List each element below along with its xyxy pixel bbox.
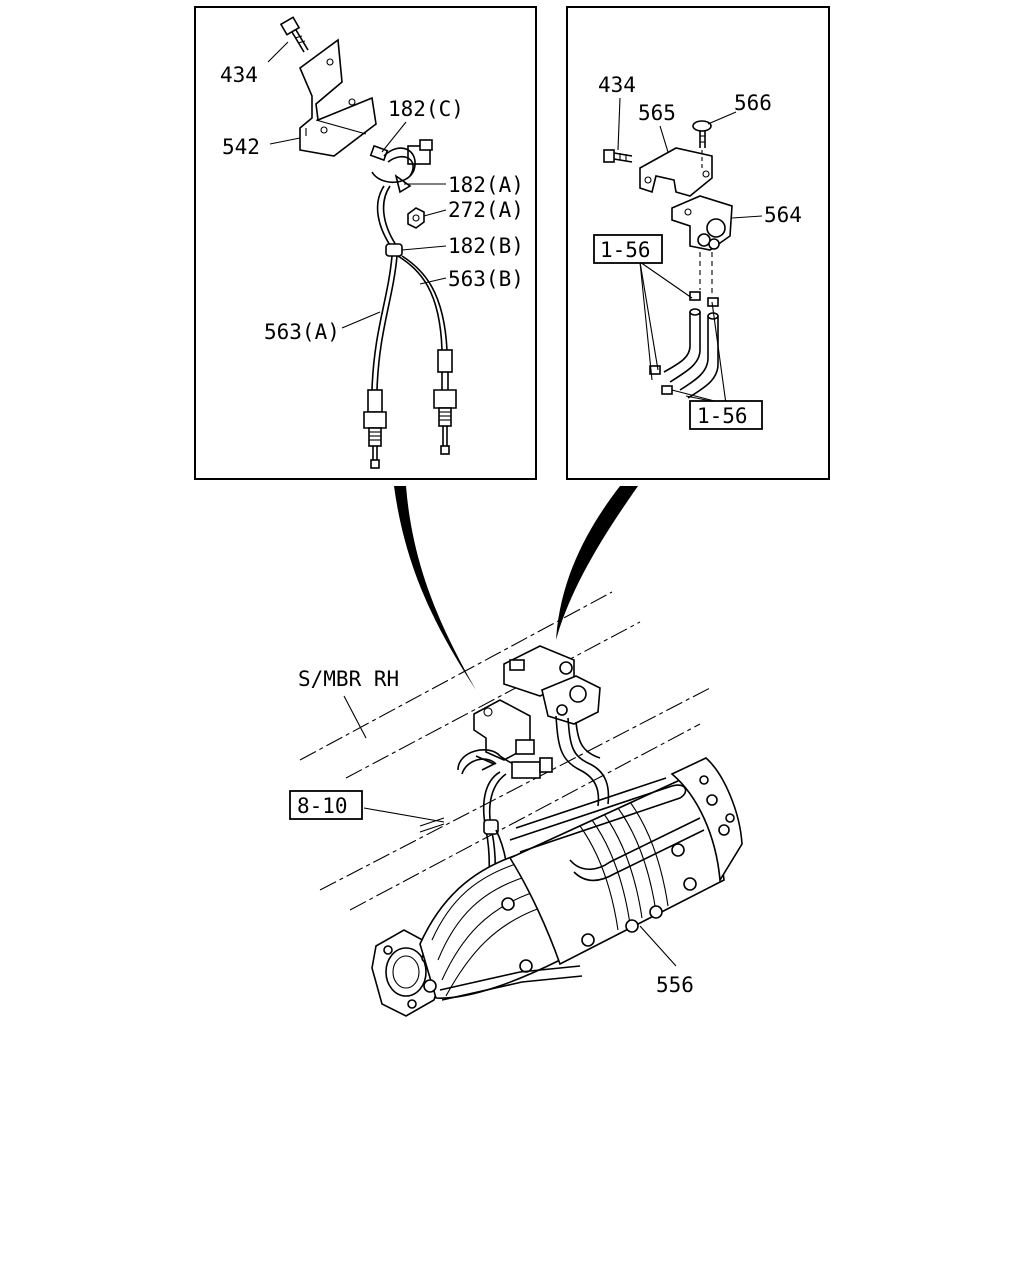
main-assembly-view: S/MBR RH 8-10 556	[289, 591, 743, 1017]
callout-182b: 182(B)	[448, 234, 524, 258]
callout-182c: 182(C)	[388, 97, 464, 121]
right-detail-panel: 434 565 566 564 1-56 1-56	[566, 6, 830, 480]
callout-434-left: 434	[220, 63, 258, 87]
main-hoses	[555, 715, 610, 807]
nut-272a-part	[407, 207, 425, 229]
bracket-565-part	[639, 147, 713, 197]
callout-542: 542	[222, 135, 260, 159]
callout-434-right: 434	[598, 73, 636, 97]
dpd-unit-556	[371, 757, 743, 1017]
bolt-434-part	[279, 16, 309, 53]
callout-563b: 563(B)	[448, 267, 524, 291]
main-leader-lines	[343, 695, 677, 967]
callout-182a: 182(A)	[448, 173, 524, 197]
right-panel-frame	[566, 6, 830, 480]
magnifier-leaders	[394, 486, 638, 690]
label-side-member-rh: S/MBR RH	[298, 667, 399, 691]
right-leader-lines	[617, 97, 763, 405]
hoses-part	[649, 291, 719, 399]
callout-566: 566	[734, 91, 772, 115]
ref-box-1-56-bottom[interactable]: 1-56	[689, 400, 763, 430]
ref-8-10-label: 8-10	[297, 794, 348, 818]
bracket-542-part	[299, 38, 377, 157]
left-panel-frame	[194, 6, 537, 480]
callout-564: 564	[764, 203, 802, 227]
frame-bracket-right	[503, 645, 601, 725]
left-leader-lines	[267, 41, 447, 329]
callout-565: 565	[638, 101, 676, 125]
ref-1-56-top-label: 1-56	[600, 238, 651, 262]
ref-box-1-56-top[interactable]: 1-56	[593, 234, 663, 264]
callout-556: 556	[656, 973, 694, 997]
harness-connectors	[369, 139, 433, 194]
sensor-563a-probe	[363, 389, 387, 469]
callout-563a: 563(A)	[264, 320, 340, 344]
side-member-rails	[299, 591, 711, 911]
sensor-cables	[371, 185, 448, 391]
bolt-566-part	[692, 120, 712, 168]
sensor-563b-probe	[433, 349, 457, 455]
callout-272a: 272(A)	[448, 198, 524, 222]
bolt-434-right-part	[603, 149, 633, 163]
left-detail-panel: 434 542 182(C) 182(A) 272(A) 182(B) 563(…	[194, 6, 537, 480]
sensor-unit-564-part	[671, 195, 733, 296]
ref-1-56-bottom-label: 1-56	[697, 404, 748, 428]
ref-box-8-10[interactable]: 8-10	[289, 790, 363, 820]
